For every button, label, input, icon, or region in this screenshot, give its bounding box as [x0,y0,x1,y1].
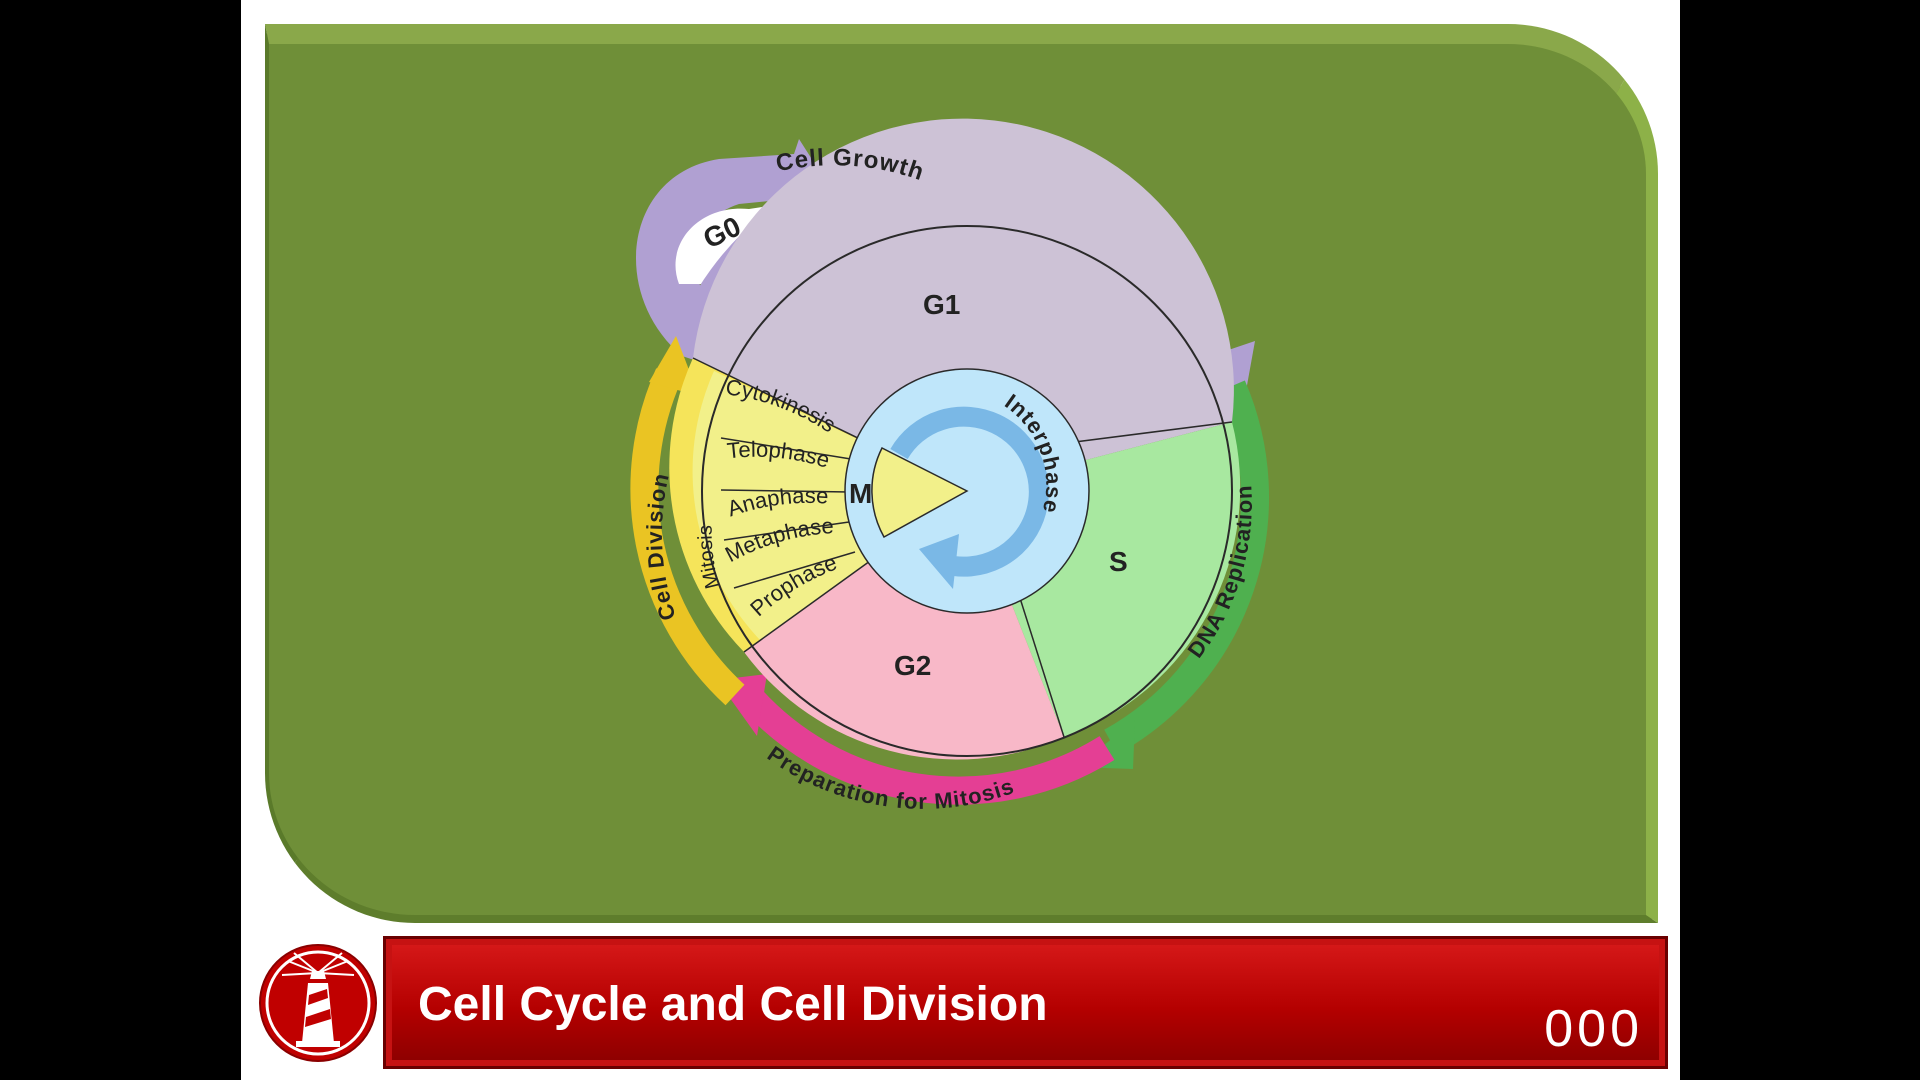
divider [720,437,858,461]
cycle-outline [701,225,1233,757]
interphase-arrowhead [919,534,959,589]
divider [723,521,850,541]
lighthouse-logo [259,944,377,1062]
preparation-arrow [736,684,1115,805]
cell-division-arrow [630,368,745,706]
footer-title: Cell Cycle and Cell Division [418,978,1048,1031]
g1-label: G1 [923,289,960,320]
g2-label: G2 [894,650,931,681]
divider [720,489,850,493]
divider [1012,575,1065,738]
slide: G0 [241,0,1680,1080]
g1-wedge [693,118,1234,491]
m-label: M [849,478,872,509]
m-center-sector [871,446,969,539]
page-number: 000 [1544,1000,1643,1058]
interphase-arrow [890,406,1049,577]
divider [1058,421,1233,445]
dna-replication-arrow [1104,380,1270,755]
g0-pocket [675,204,781,284]
s-label: S [1109,546,1128,577]
divider [733,551,856,589]
cell-cycle-diagram: G0 [630,118,1270,814]
content-panel: G0 [265,24,1658,923]
footer-bar: Cell Cycle and Cell Division 000 [383,936,1668,1069]
